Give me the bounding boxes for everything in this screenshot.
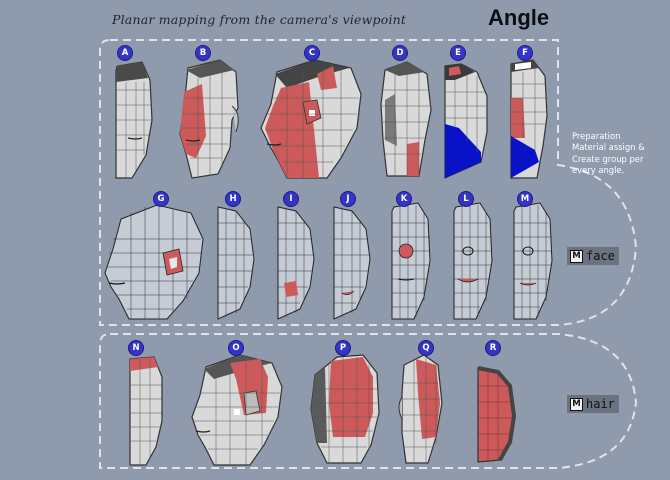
label-badge-c: C [305, 46, 319, 60]
label-badge-p: P [336, 341, 350, 355]
note-line: Preparation [572, 131, 621, 141]
head-l-wireframe-front [453, 202, 493, 320]
hair-group-label: hair [586, 397, 615, 411]
label-badge-r: R [486, 341, 500, 355]
note-line: every angle. [572, 165, 625, 176]
label-badge-f: F [518, 46, 532, 60]
page-title: Angle [488, 5, 550, 30]
head-r-hair-top [477, 366, 516, 463]
page-subtitle: Planar mapping from the camera's viewpoi… [112, 12, 407, 27]
label-badge-o: O [229, 341, 243, 355]
head-e-top-blue [444, 63, 488, 179]
head-f-front-blue [510, 59, 548, 179]
head-k-wireframe-front [391, 202, 431, 320]
label-badge-m: M [518, 192, 532, 206]
label-badge-d: D [393, 46, 407, 60]
label-badge-i: I [284, 192, 298, 206]
head-m-wireframe-front [513, 202, 553, 320]
label-badge-l: L [459, 192, 473, 206]
head-c-side [260, 59, 362, 179]
head-n-hair-front [129, 356, 163, 466]
label-badge-g: G [154, 192, 168, 206]
label-badge-h: H [226, 192, 240, 206]
label-badge-q: Q [419, 341, 433, 355]
label-badge-j: J [341, 192, 355, 206]
head-g-wireframe-side [104, 204, 204, 320]
label-badge-e: E [451, 46, 465, 60]
label-badge-b: B [196, 46, 210, 60]
note-line: Create group per [572, 153, 644, 164]
note-line: Material assign & [572, 142, 645, 153]
face-group-label: face [586, 249, 615, 263]
menu-m-icon[interactable]: M [570, 249, 583, 263]
head-p-hair-back [310, 354, 380, 464]
head-i-wireframe [277, 206, 315, 320]
hair-group-tag[interactable]: M hair [567, 395, 619, 413]
label-badge-n: N [129, 341, 143, 355]
menu-m-icon[interactable]: M [570, 397, 583, 411]
head-a-front-half [115, 61, 153, 179]
head-q-hair-back-side [398, 354, 443, 464]
head-o-hair-side [191, 354, 283, 466]
face-group-tag[interactable]: M face [567, 247, 619, 265]
head-b-three-quarter [179, 59, 239, 179]
label-badge-a: A [118, 46, 132, 60]
head-j-wireframe [333, 206, 371, 320]
head-d-back-three-quarter [380, 61, 432, 177]
preparation-note: Preparation Material assign & Create gro… [572, 131, 666, 177]
label-badge-k: K [397, 192, 411, 206]
head-h-wireframe [217, 206, 255, 320]
